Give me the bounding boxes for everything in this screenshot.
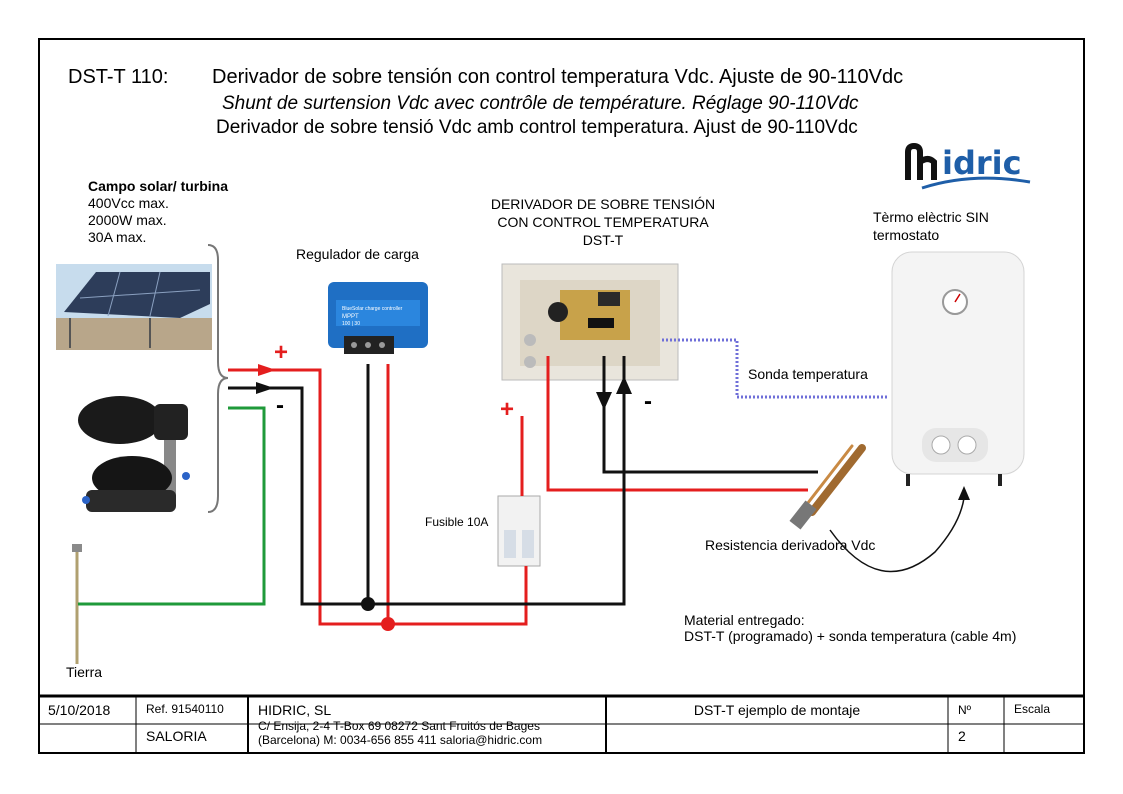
resistance-label: Resistencia derivadora Vdc (705, 537, 876, 553)
material-heading: Material entregado: (684, 612, 805, 628)
tb-address: C/ Ensija, 2-4 T-Box 69 08272 Sant Fruit… (258, 719, 540, 733)
solar-panel-image (56, 264, 212, 350)
source-plus-sign: + (274, 339, 289, 366)
resistance-to-heater-arrow (829, 497, 965, 573)
ground-rod-image (72, 544, 82, 664)
earth-wire (78, 406, 266, 606)
source-spec-power: 2000W max. (88, 212, 167, 228)
resistance-to-heater-arrowhead (958, 486, 970, 500)
heater-label-line1: Tèrmo elèctric SIN (873, 209, 989, 225)
charge-regulator-image: BlueSolar charge controller MPPT 100 | 3… (328, 282, 428, 354)
temperature-probe-wire (662, 338, 888, 399)
source-spec-voltage: 400Vcc max. (88, 195, 169, 211)
tb-ref: Ref. 91540110 (146, 702, 224, 716)
tb-number: 2 (958, 728, 966, 744)
tb-client: SALORIA (146, 728, 207, 744)
positive-wire (228, 356, 808, 626)
probe-label: Sonda temperatura (748, 366, 868, 382)
tb-date: 5/10/2018 (48, 702, 111, 718)
regulator-device-text-3: 100 | 30 (342, 321, 360, 327)
regulator-label: Regulador de carga (296, 246, 419, 262)
title-spanish: Derivador de sobre tensión con control t… (212, 66, 904, 88)
derivator-box-image (501, 263, 679, 381)
tb-scale-label: Escala (1014, 702, 1051, 716)
negative-arrow (256, 382, 274, 394)
title-block-grid (38, 694, 1085, 752)
hidric-logo-graphic (905, 142, 1031, 190)
tb-contact: (Barcelona) M: 0034-656 855 411 saloria@… (258, 733, 543, 747)
water-heater-image (891, 251, 1025, 486)
negative-junction (361, 597, 375, 611)
immersion-resistance-image (789, 444, 866, 530)
title-catalan: Derivador de sobre tensió Vdc amb contro… (216, 117, 858, 138)
material-detail: DST-T (programado) + sonda temperatura (… (684, 628, 1017, 644)
tb-number-label: Nº (958, 703, 972, 717)
positive-arrow (258, 364, 276, 376)
source-spec-current: 30A max. (88, 229, 147, 245)
derivator-plus-sign: + (500, 396, 515, 423)
logo-text: idric (942, 144, 1022, 182)
tb-drawing-title: DST-T ejemplo de montaje (693, 702, 861, 718)
derivator-minus-sign: - (644, 388, 652, 415)
ground-label: Tierra (66, 664, 103, 680)
derivator-down-arrow (596, 392, 612, 410)
heater-label-line2: termostato (873, 227, 940, 243)
turbine-generator-image (78, 396, 190, 512)
hidric-logo: idric (902, 142, 1037, 194)
derivator-up-arrow (616, 376, 632, 394)
regulator-device-text-2: MPPT (342, 314, 359, 320)
source-brace (207, 244, 229, 513)
positive-junction (381, 617, 395, 631)
regulator-device-text-1: BlueSolar charge controller (342, 306, 403, 312)
source-minus-sign: - (276, 392, 284, 419)
source-heading: Campo solar/ turbina (88, 178, 229, 194)
drawing-frame (38, 38, 1085, 754)
title-french: Shunt de surtension Vdc avec contrôle de… (222, 93, 859, 114)
derivator-label-line3: DST-T (582, 232, 624, 248)
derivator-label-line1: DERIVADOR DE SOBRE TENSIÓN (490, 196, 716, 212)
fuse-label: Fusible 10A (425, 515, 489, 529)
fuse-holder-image (497, 495, 541, 567)
derivator-label-line2: CON CONTROL TEMPERATURA (497, 214, 709, 230)
title-code: DST-T 110: (68, 66, 169, 88)
tb-company: HIDRIC, SL (258, 702, 332, 718)
